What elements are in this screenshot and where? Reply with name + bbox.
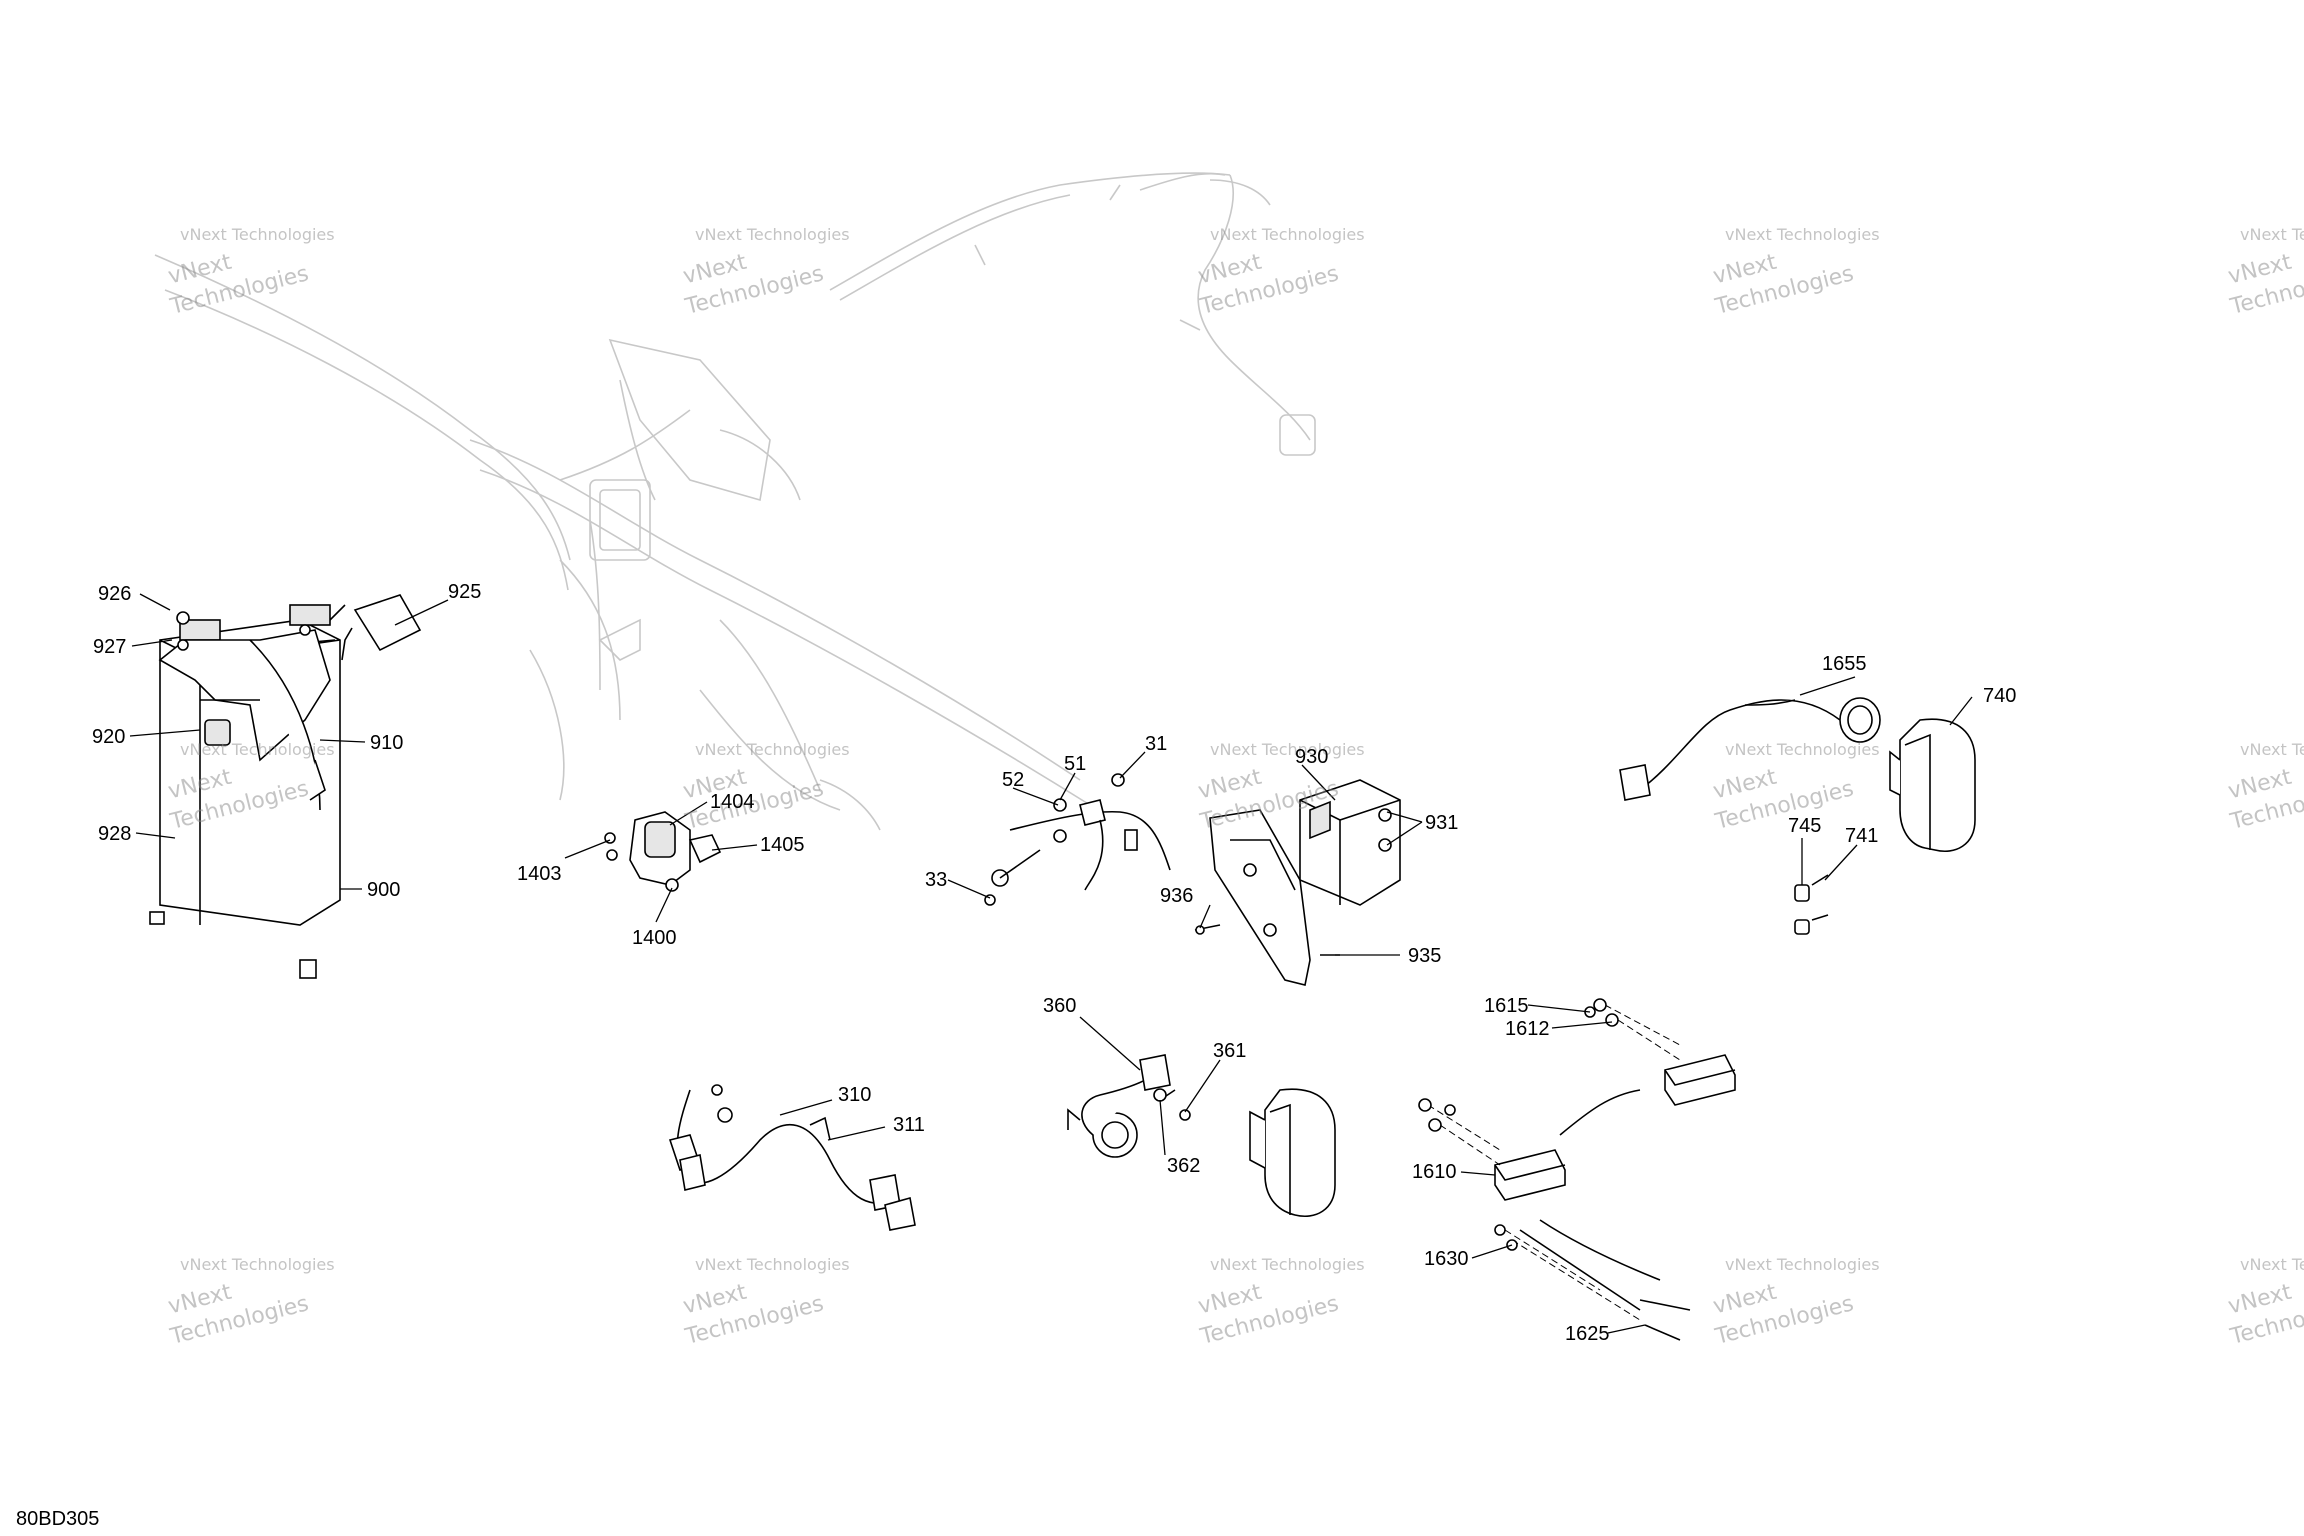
watermark: vNext Technologies vNext Technologies: [166, 225, 335, 320]
svg-text:vNext Technologies: vNext Technologies: [2240, 1255, 2304, 1274]
svg-text:vNext Technologies: vNext Technologies: [695, 1255, 850, 1274]
callout-31[interactable]: 31: [1145, 733, 1167, 755]
svg-text:vNext Technologies: vNext Technologies: [180, 225, 335, 244]
svg-text:vNext Technologies: vNext Technologies: [695, 740, 850, 759]
taillight-left-group: [1067, 1054, 1336, 1217]
watermark: vNext Technologies vNext Technologies: [1711, 1255, 1880, 1350]
callout-900[interactable]: 900: [367, 879, 400, 901]
callout-1655[interactable]: 1655: [1822, 653, 1867, 675]
watermarks: vNext Technologies vNext Technologies vN…: [166, 225, 2304, 1350]
svg-text:vNext Technologies: vNext Technologies: [1210, 740, 1365, 759]
callout-1400[interactable]: 1400: [632, 927, 677, 949]
watermark: vNext Technologies vNext Technologies: [681, 740, 850, 835]
ecm-group: [1194, 779, 1401, 986]
callout-1403[interactable]: 1403: [517, 863, 562, 885]
callout-33[interactable]: 33: [925, 869, 947, 891]
callout-310[interactable]: 310: [838, 1084, 871, 1106]
watermark: vNext Technologies vNext Technologies: [2226, 225, 2304, 320]
callout-926[interactable]: 926: [98, 583, 131, 605]
harness-section: [984, 773, 1171, 906]
diagram-code: 80BD305: [16, 1508, 99, 1530]
svg-text:vNext Technologies: vNext Technologies: [2240, 225, 2304, 244]
callout-311[interactable]: 311: [893, 1114, 925, 1136]
callout-360[interactable]: 360: [1043, 995, 1076, 1017]
callout-928[interactable]: 928: [98, 823, 131, 845]
callout-1405[interactable]: 1405: [760, 834, 805, 856]
callout-930[interactable]: 930: [1295, 746, 1328, 768]
callout-51[interactable]: 51: [1064, 753, 1086, 775]
svg-text:vNext Technologies: vNext Technologies: [1725, 1255, 1880, 1274]
callout-745[interactable]: 745: [1788, 815, 1821, 837]
svg-text:vNext Technologies: vNext Technologies: [1725, 225, 1880, 244]
callout-927[interactable]: 927: [93, 636, 126, 658]
callout-362[interactable]: 362: [1167, 1155, 1200, 1177]
callout-936[interactable]: 936: [1160, 885, 1193, 907]
callout-1612[interactable]: 1612: [1505, 1018, 1550, 1040]
svg-text:vNext Technologies: vNext Technologies: [1210, 225, 1365, 244]
callout-1615[interactable]: 1615: [1484, 995, 1529, 1017]
solenoid-group: [604, 811, 722, 892]
svg-text:vNext Technologies: vNext Technologies: [180, 740, 335, 759]
taillight-right-group: [1619, 697, 1976, 935]
watermark: vNext Technologies vNext Technologies: [166, 1255, 335, 1350]
callout-910[interactable]: 910: [370, 732, 403, 754]
frame-background: [154, 172, 1316, 831]
svg-text:vNext Technologies: vNext Technologies: [1725, 740, 1880, 759]
rear-light-group: [1418, 998, 1736, 1341]
callout-1630[interactable]: 1630: [1424, 1248, 1469, 1270]
svg-text:vNext Technologies: vNext Technologies: [180, 1255, 335, 1274]
callout-1610[interactable]: 1610: [1412, 1161, 1457, 1183]
leader-lines: [129, 593, 1973, 1334]
svg-text:vNext Technologies: vNext Technologies: [1210, 1255, 1365, 1274]
callout-935[interactable]: 935: [1408, 945, 1441, 967]
callout-labels: 926 927 920 928 925 910 900 1403 1404 14…: [92, 581, 2016, 1345]
callout-920[interactable]: 920: [92, 726, 125, 748]
callout-361[interactable]: 361: [1213, 1040, 1246, 1062]
svg-text:vNext Technologies: vNext Technologies: [2240, 740, 2304, 759]
callout-925[interactable]: 925: [448, 581, 481, 603]
watermark: vNext Technologies vNext Technologies: [2226, 740, 2304, 835]
watermark: vNext Technologies vNext Technologies: [681, 1255, 850, 1350]
watermark: vNext Technologies vNext Technologies: [2226, 1255, 2304, 1350]
battery-group: [149, 594, 422, 979]
watermark: vNext Technologies vNext Technologies: [681, 225, 850, 320]
svg-text:vNext Technologies: vNext Technologies: [695, 225, 850, 244]
sub-harness-group: [668, 1084, 916, 1231]
callout-740[interactable]: 740: [1983, 685, 2016, 707]
callout-931[interactable]: 931: [1425, 812, 1458, 834]
callout-1404[interactable]: 1404: [710, 791, 755, 813]
callout-52[interactable]: 52: [1002, 769, 1024, 791]
callout-1625[interactable]: 1625: [1565, 1323, 1610, 1345]
watermark: vNext Technologies vNext Technologies: [1196, 225, 1365, 320]
callout-741[interactable]: 741: [1845, 825, 1878, 847]
watermark: vNext Technologies vNext Technologies: [1196, 1255, 1365, 1350]
watermark: vNext Technologies vNext Technologies: [1711, 225, 1880, 320]
